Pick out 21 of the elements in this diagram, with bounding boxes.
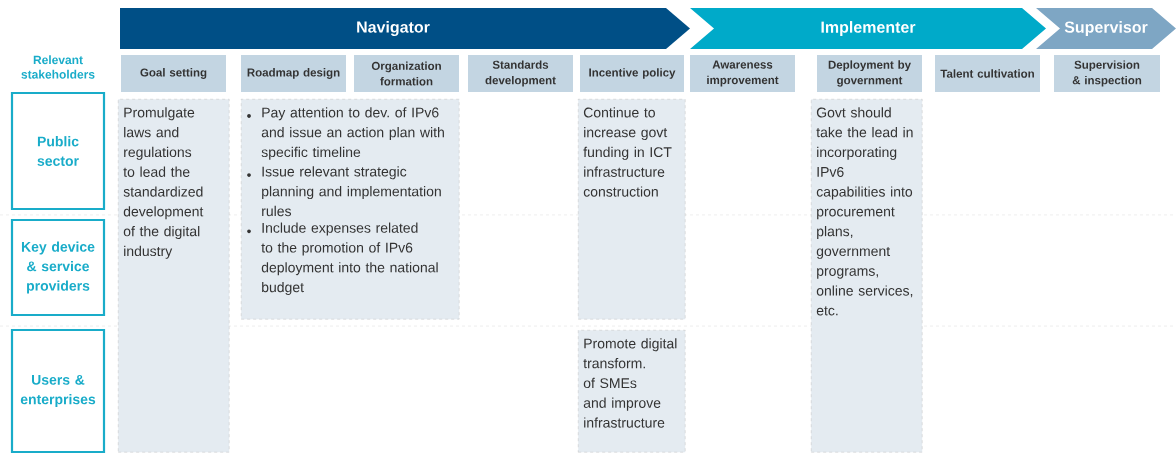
column-heading: Relevant stakeholders bbox=[21, 55, 95, 79]
chevron-band: Implementer bbox=[690, 8, 1046, 49]
text-box: Promulgate laws and regulations to lead the standardized development of the digital industry bbox=[118, 99, 230, 453]
column-header: Supervision & inspection bbox=[1054, 55, 1160, 92]
chevron-band: Navigator bbox=[120, 8, 690, 49]
column-header: Talent cultivation bbox=[935, 55, 1040, 92]
chevron-band: Supervisor bbox=[1036, 8, 1176, 49]
column-header: Standards development bbox=[468, 55, 573, 92]
column-header: Awareness improvement bbox=[690, 55, 795, 92]
stakeholder-box: Users & enterprises bbox=[10, 328, 106, 454]
text-box: Govt should take the lead in incorporating IPv6 capabilities into procurement plans, government programs, online services, etc. bbox=[811, 99, 923, 453]
column-header: Deployment by government bbox=[817, 55, 922, 92]
text-box: Pay attention to dev. of IPv6 and issue an action plan with specific timeline Issue relevant strategic planning and implementation rules Include expenses related to the promotion of IPv6 deployment into the national budget bbox=[241, 99, 460, 320]
stakeholder-box: Key device & service providers bbox=[10, 218, 106, 317]
column-header: Roadmap design bbox=[241, 55, 346, 92]
column-header: Organization formation bbox=[354, 55, 459, 92]
column-header: Goal setting bbox=[121, 55, 226, 92]
stakeholder-box: Public sector bbox=[10, 91, 106, 211]
text-box: Continue to increase govt funding in ICT infrastructure construction bbox=[578, 99, 686, 320]
column-header: Incentive policy bbox=[580, 55, 684, 92]
text-box: Promote digital transform. of SMEs and improve infrastructure bbox=[578, 330, 686, 453]
